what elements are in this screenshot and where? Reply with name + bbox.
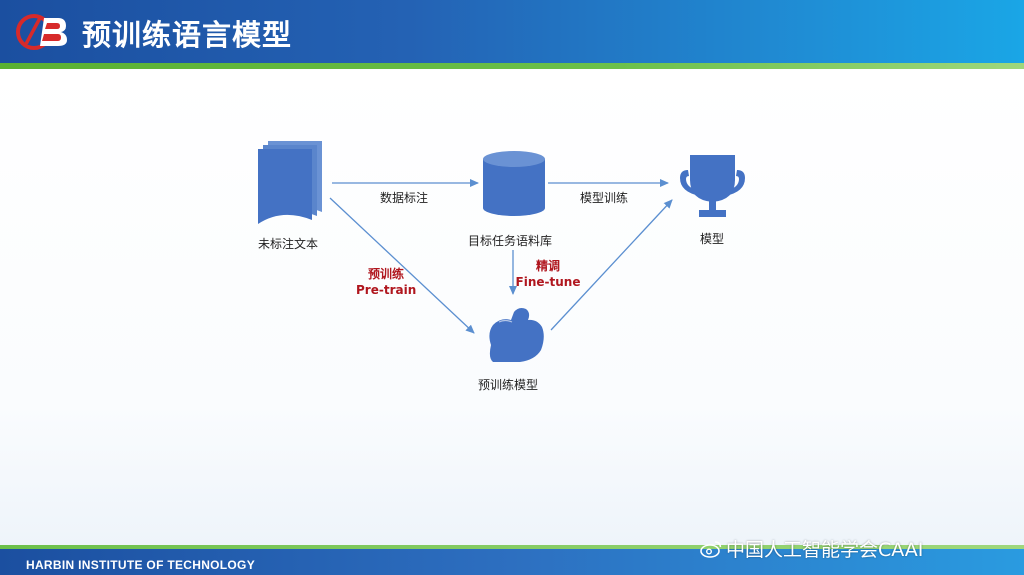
finetune-en-label: Fine-tune — [515, 275, 581, 289]
database-icon — [483, 151, 545, 216]
watermark-text: 中国人工智能学会CAAI — [726, 539, 924, 561]
finetune-cn-label: 精调 — [535, 259, 560, 273]
pretrain-en-label: Pre-train — [356, 283, 417, 297]
node-label-target-corpus: 目标任务语料库 — [468, 234, 553, 248]
edge-label-data-labeling: 数据标注 — [380, 191, 429, 205]
node-label-pretrained-model: 预训练模型 — [478, 378, 539, 392]
node-label-model: 模型 — [700, 232, 725, 246]
document-stack-icon — [258, 141, 322, 224]
trophy-icon — [680, 155, 745, 217]
footer-bar — [0, 549, 1024, 575]
arrow-to-model — [550, 199, 673, 331]
header-accent-stripe — [0, 63, 1024, 69]
arrow-pretrain — [329, 197, 475, 334]
node-label-unlabeled-text: 未标注文本 — [258, 237, 319, 251]
muscle-arm-icon — [489, 308, 544, 362]
edge-label-model-training: 模型训练 — [580, 191, 629, 205]
institute-name: HARBIN INSTITUTE OF TECHNOLOGY — [26, 558, 255, 572]
hit-logo-icon — [16, 14, 67, 50]
footer-accent-stripe — [0, 545, 1024, 549]
watermark: 中国人工智能学会CAAI — [700, 535, 923, 562]
weibo-icon — [700, 541, 722, 558]
pretrain-cn-label: 预训练 — [367, 267, 404, 281]
header-bar — [0, 0, 1024, 65]
edge-label-pretrain: 预训练 Pre-train — [356, 266, 416, 298]
page-title: 预训练语言模型 — [82, 18, 293, 52]
slide-content — [0, 69, 1024, 549]
edge-label-finetune: 精调 Fine-tune — [514, 258, 582, 290]
